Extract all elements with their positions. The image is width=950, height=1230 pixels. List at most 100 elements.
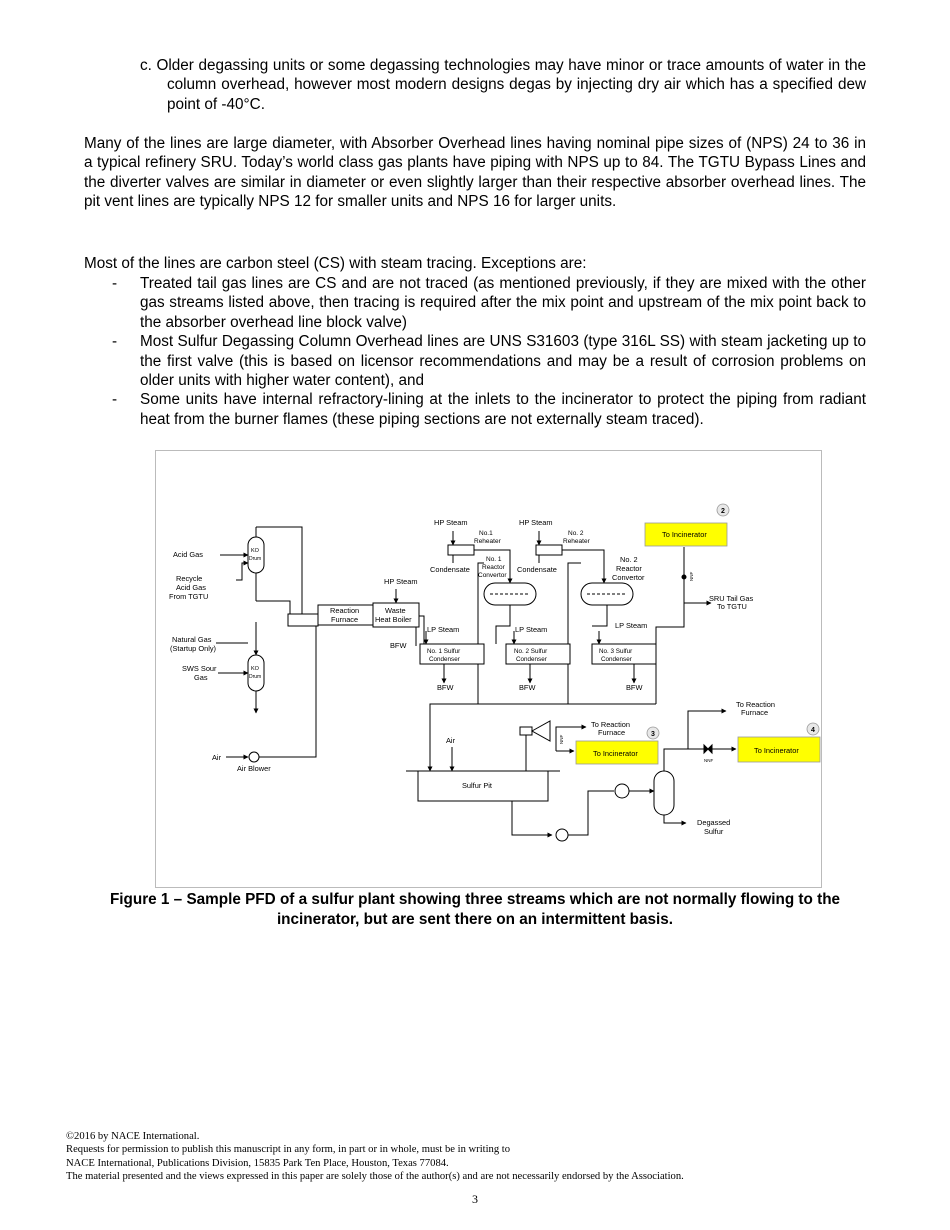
label-recycle-1: Recycle bbox=[176, 574, 202, 583]
sulfur-condenser-1 bbox=[419, 643, 485, 665]
to-incinerator-box-2 bbox=[644, 522, 728, 547]
list-item: - Treated tail gas lines are CS and are n… bbox=[84, 274, 866, 332]
footer-permission: Requests for permission to publish this … bbox=[66, 1144, 511, 1156]
label-cond2-2: Condenser bbox=[516, 656, 547, 663]
footer-copyright: ©2016 by NACE International. bbox=[66, 1131, 200, 1142]
to-incinerator-box-3 bbox=[575, 740, 659, 765]
label-sulfur-pit: Sulfur Pit bbox=[462, 781, 492, 790]
label-ko1b: Drum bbox=[249, 556, 261, 562]
label-condensate-2: Condensate bbox=[517, 565, 557, 574]
label-degassed-2: Sulfur bbox=[704, 827, 724, 836]
label-conv1-2: Reactor bbox=[482, 564, 506, 571]
label-recycle-3: From TGTU bbox=[169, 592, 208, 601]
label-lp-steam-1: LP Steam bbox=[427, 625, 459, 634]
list-item-text: Some units have internal refractory-lini… bbox=[140, 391, 866, 428]
label-natural-gas-2: (Startup Only) bbox=[170, 644, 216, 653]
label-conv1-3: Convertor bbox=[478, 572, 507, 579]
bullet-dash: - bbox=[112, 391, 118, 409]
ko-drum-1 bbox=[247, 536, 265, 574]
bullet-dash: - bbox=[112, 333, 118, 351]
label-natural-gas-1: Natural Gas bbox=[172, 635, 212, 644]
ko-drum-2 bbox=[247, 654, 265, 692]
label-cond1-2: Condenser bbox=[429, 656, 460, 663]
label-hp-steam-1: HP Steam bbox=[434, 518, 468, 527]
footer-address: NACE International, Publications Divisio… bbox=[66, 1157, 449, 1169]
label-conv2-2: Reactor bbox=[616, 564, 642, 573]
callout-2 bbox=[716, 503, 730, 517]
label-to-rf-4-2: Furnace bbox=[741, 708, 768, 717]
label-recycle-2: Acid Gas bbox=[176, 583, 206, 592]
figure-1-pfd: Acid Gas Recycle Acid Gas From TGTU KO D… bbox=[155, 450, 822, 888]
label-condensate-1: Condensate bbox=[430, 565, 470, 574]
label-sws-1: SWS Sour bbox=[182, 664, 217, 673]
reheater-1 bbox=[447, 544, 475, 556]
label-hp-steam-whb: HP Steam bbox=[384, 577, 418, 586]
sulfur-pump bbox=[555, 828, 569, 842]
air-blower bbox=[248, 751, 260, 763]
label-air-blower: Air Blower bbox=[237, 764, 271, 773]
label-bfw-1: BFW bbox=[437, 683, 453, 692]
exceptions-list: - Treated tail gas lines are CS and are n… bbox=[84, 274, 866, 429]
label-to-incinerator-4: To Incinerator bbox=[754, 746, 799, 755]
paragraph-pipe-sizes: Many of the lines are large diameter, wi… bbox=[84, 135, 866, 211]
degassing-column bbox=[653, 770, 675, 816]
label-cond3-1: No. 3 Sulfur bbox=[599, 648, 632, 655]
label-degassed-1: Degassed bbox=[697, 818, 730, 827]
process-flow-diagram: Acid Gas Recycle Acid Gas From TGTU KO D… bbox=[169, 503, 821, 842]
list-item: - Some units have internal refractory-lin… bbox=[84, 390, 866, 429]
reheater-2 bbox=[535, 544, 563, 556]
label-bfw-3: BFW bbox=[626, 683, 642, 692]
label-bfw-2: BFW bbox=[519, 683, 535, 692]
label-to-incinerator-3: To Incinerator bbox=[593, 749, 638, 758]
figure-caption: Figure 1 – Sample PFD of a sulfur plant … bbox=[109, 891, 841, 928]
label-bfw-whb: BFW bbox=[390, 641, 406, 650]
label-reheater1-1: No.1 bbox=[479, 530, 493, 537]
list-item-text: Treated tail gas lines are CS and are no… bbox=[140, 275, 866, 331]
label-ko1a: KO bbox=[251, 548, 260, 554]
label-conv2-3: Convertor bbox=[612, 573, 645, 582]
label-hp-steam-2: HP Steam bbox=[519, 518, 553, 527]
label-nnf-3: NNF bbox=[704, 758, 713, 763]
footer: ©2016 by NACE International. Requests fo… bbox=[66, 1130, 684, 1184]
to-incinerator-box-4 bbox=[737, 736, 821, 763]
label-conv1-1: No. 1 bbox=[486, 556, 502, 563]
label-reheater2-2: Reheater bbox=[563, 538, 591, 545]
label-conv2-1: No. 2 bbox=[620, 555, 638, 564]
callout-2-number: 2 bbox=[721, 508, 725, 515]
label-cond2-1: No. 2 Sulfur bbox=[514, 648, 547, 655]
page-number: 3 bbox=[472, 1192, 478, 1206]
label-reaction-furnace-1: Reaction bbox=[330, 606, 359, 615]
recycle-line bbox=[236, 560, 249, 581]
label-lp-steam-2: LP Steam bbox=[515, 625, 547, 634]
label-acid-gas: Acid Gas bbox=[173, 550, 203, 559]
callout-4-number: 4 bbox=[811, 727, 815, 734]
label-to-rf-3-2: Furnace bbox=[598, 728, 625, 737]
label-sru-tail-1: SRU Tail Gas bbox=[709, 594, 754, 603]
label-whb-2: Heat Boiler bbox=[375, 615, 412, 624]
label-sru-tail-2: To TGTU bbox=[717, 602, 747, 611]
footer-disclaimer: The material presented and the views exp… bbox=[66, 1171, 684, 1183]
label-ko2a: KO bbox=[251, 666, 260, 672]
sulfur-condenser-2 bbox=[505, 643, 571, 665]
label-ko2b: Drum bbox=[249, 674, 261, 680]
bullet-dash: - bbox=[112, 275, 118, 292]
sulfur-pit bbox=[417, 770, 549, 802]
label-to-incinerator-2: To Incinerator bbox=[662, 530, 707, 539]
callout-4 bbox=[806, 722, 820, 736]
list-item-c: c. Older degassing units or some degassi… bbox=[140, 57, 866, 113]
list-item: - Most Sulfur Degassing Column Overhead l… bbox=[84, 332, 866, 390]
label-air: Air bbox=[212, 753, 222, 762]
label-reaction-furnace-2: Furnace bbox=[331, 615, 358, 624]
label-nnf-2: NNF bbox=[559, 735, 564, 744]
heat-exchanger bbox=[614, 783, 630, 799]
list-item-text: Most Sulfur Degassing Column Overhead li… bbox=[140, 333, 866, 390]
label-reheater1-2: Reheater bbox=[474, 538, 502, 545]
label-to-rf-3-1: To Reaction bbox=[591, 720, 630, 729]
label-lp-steam-3: LP Steam bbox=[615, 621, 647, 630]
callout-3-number: 3 bbox=[651, 731, 655, 738]
label-nnf-1: NNF bbox=[689, 572, 694, 581]
paragraph-materials: Most of the lines are carbon steel (CS) … bbox=[84, 255, 587, 272]
label-whb-1: Waste bbox=[385, 606, 406, 615]
label-cond3-2: Condenser bbox=[601, 656, 632, 663]
label-sws-2: Gas bbox=[194, 673, 208, 682]
